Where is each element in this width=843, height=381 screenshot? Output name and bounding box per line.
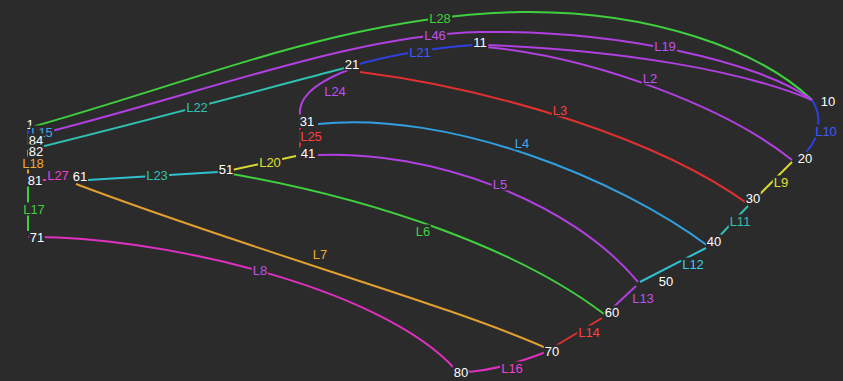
vein-l14: [552, 318, 602, 348]
point-number: 61: [72, 170, 88, 183]
vein-l5: [318, 155, 638, 282]
vein-label: L19: [653, 40, 677, 53]
point-number: 41: [300, 147, 316, 160]
point-number: 70: [544, 345, 560, 358]
vein-label: L20: [258, 156, 282, 169]
vein-label: L46: [423, 29, 447, 42]
vein-label: L2: [642, 72, 658, 85]
vein-label: L10: [814, 125, 838, 138]
vein-label: L23: [145, 169, 169, 182]
vein-label: L27: [46, 169, 70, 182]
vein-l20: [232, 156, 296, 170]
vein-label: L12: [681, 258, 705, 271]
vein-label: L25: [299, 130, 323, 143]
vein-label: L9: [773, 176, 789, 189]
vein-label: L24: [323, 85, 347, 98]
point-number: 81: [27, 174, 43, 187]
point-number: 71: [29, 231, 45, 244]
vein-label: L11: [729, 215, 752, 228]
vein-label: L22: [185, 101, 209, 114]
vein-label: L4: [514, 137, 530, 150]
vein-label: L13: [631, 292, 655, 305]
point-number: 21: [344, 58, 360, 71]
point-number: 80: [453, 366, 469, 379]
vein-label: L16: [500, 362, 524, 375]
vein-label: L17: [22, 203, 46, 216]
vein-label: L18: [21, 157, 45, 170]
point-number: 10: [820, 95, 836, 108]
point-number: 60: [604, 306, 620, 319]
vein-label: L28: [428, 12, 452, 25]
vein-l28: [28, 12, 812, 128]
point-number: 11: [472, 36, 488, 49]
vein-label: L6: [415, 225, 431, 238]
vein-l22: [28, 66, 352, 150]
vein-l2: [486, 47, 792, 160]
vein-label: L21: [408, 46, 432, 59]
point-number: 51: [218, 163, 234, 176]
vein-label: L7: [312, 248, 328, 261]
vein-l8: [28, 237, 456, 370]
vein-l6: [232, 174, 604, 314]
vein-l7: [76, 184, 546, 348]
vein-label: L3: [552, 104, 568, 117]
point-number: 31: [299, 115, 315, 128]
vein-l21: [352, 45, 474, 66]
point-number: 50: [658, 275, 674, 288]
point-number: 40: [706, 235, 722, 248]
point-number: 30: [745, 192, 761, 205]
vein-l24: [300, 70, 348, 116]
point-number: 20: [797, 152, 813, 165]
vein-label: L5: [492, 178, 508, 191]
vein-label: L14: [577, 326, 601, 339]
vein-l3: [360, 72, 748, 204]
vein-label: L8: [252, 264, 268, 277]
vein-l4: [318, 122, 708, 246]
